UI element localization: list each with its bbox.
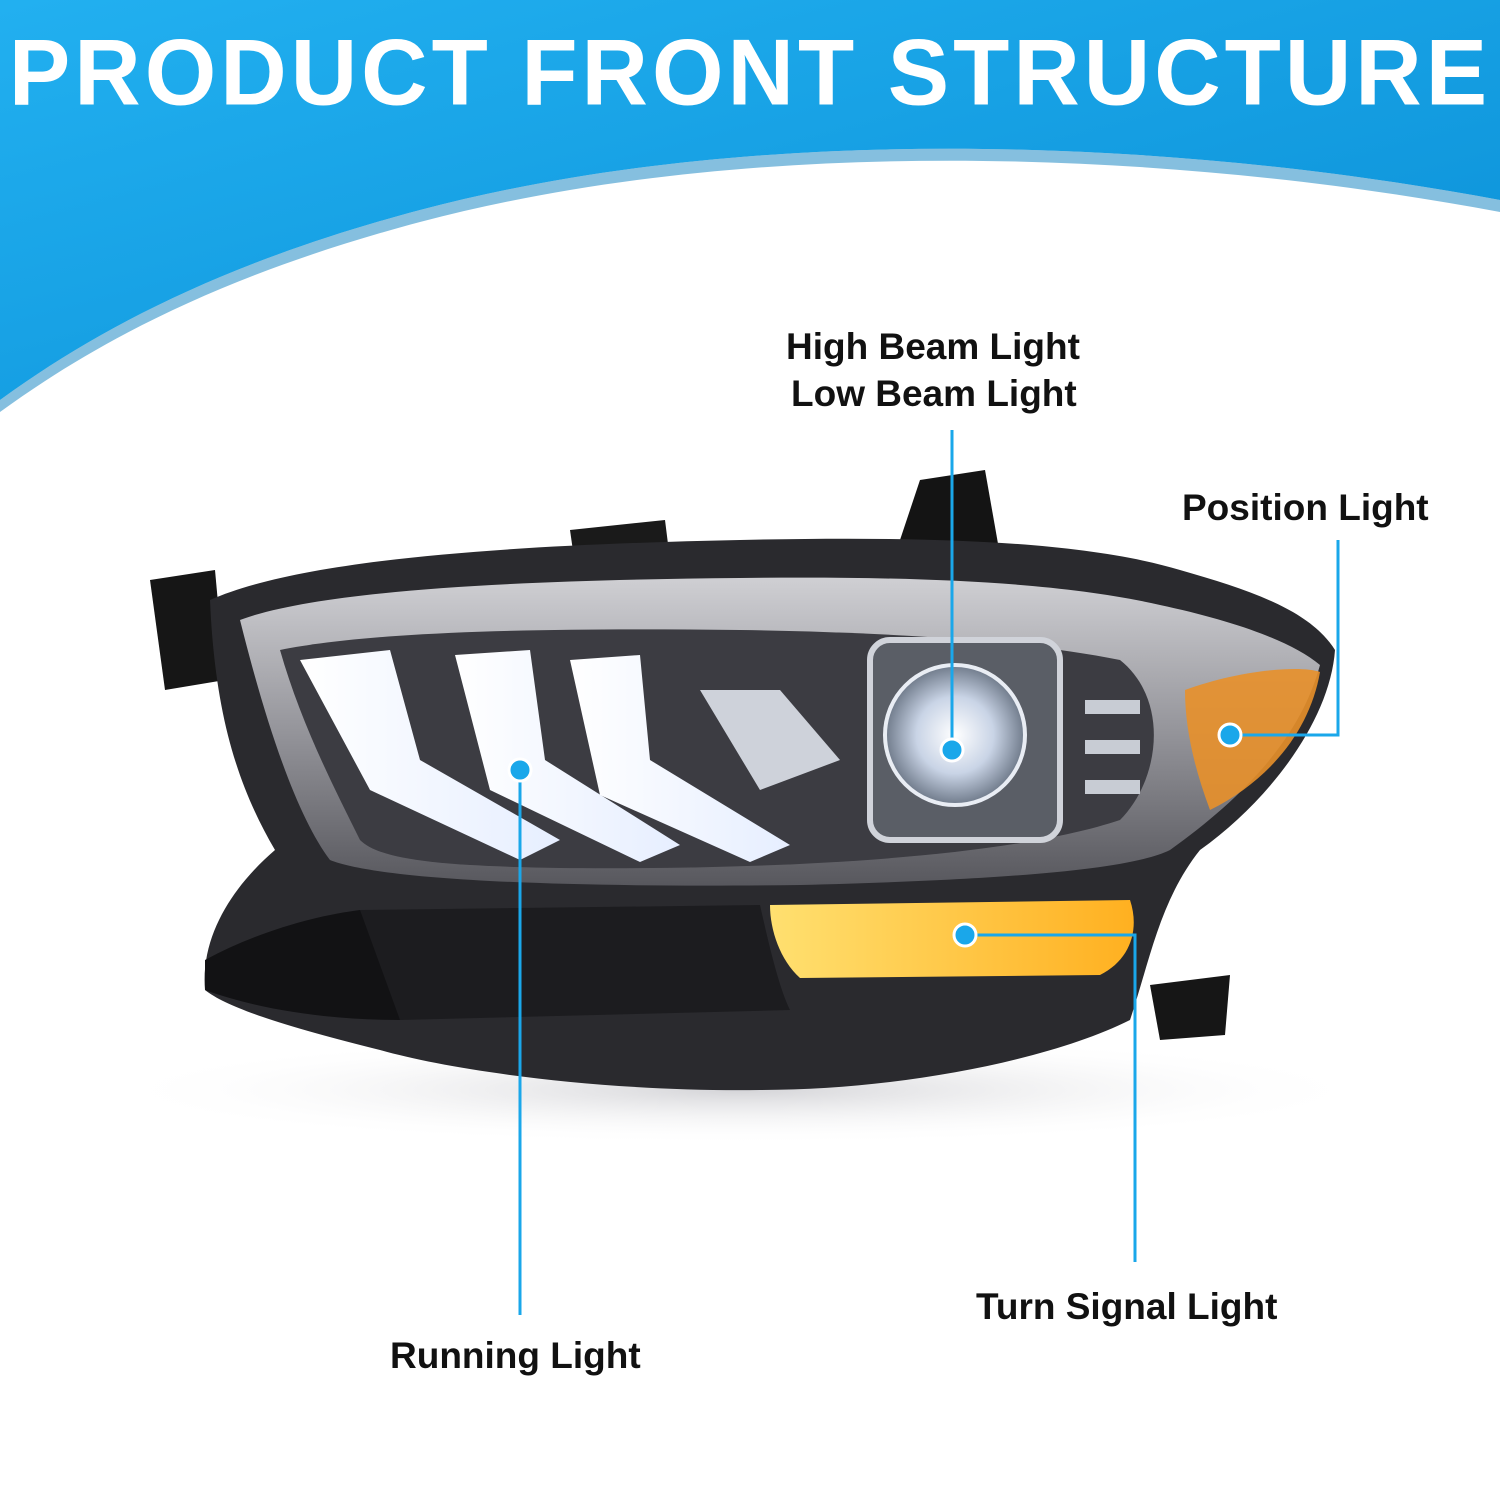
position-marker xyxy=(1217,722,1243,748)
running-light-label: Running Light xyxy=(390,1335,641,1376)
position-light-label: Position Light xyxy=(1182,487,1429,528)
turn-signal-label: Turn Signal Light xyxy=(976,1286,1278,1327)
callout-lines xyxy=(518,430,1340,1315)
header-banner xyxy=(0,0,1500,400)
high-beam-label: High Beam Light xyxy=(786,326,1080,367)
headlight-illustration xyxy=(150,470,1335,1091)
high-beam-marker xyxy=(939,737,965,763)
turn-signal-marker xyxy=(952,922,978,948)
running-marker xyxy=(507,757,533,783)
page-title: PRODUCT FRONT STRUCTURE xyxy=(8,20,1492,126)
low-beam-label: Low Beam Light xyxy=(791,373,1077,414)
